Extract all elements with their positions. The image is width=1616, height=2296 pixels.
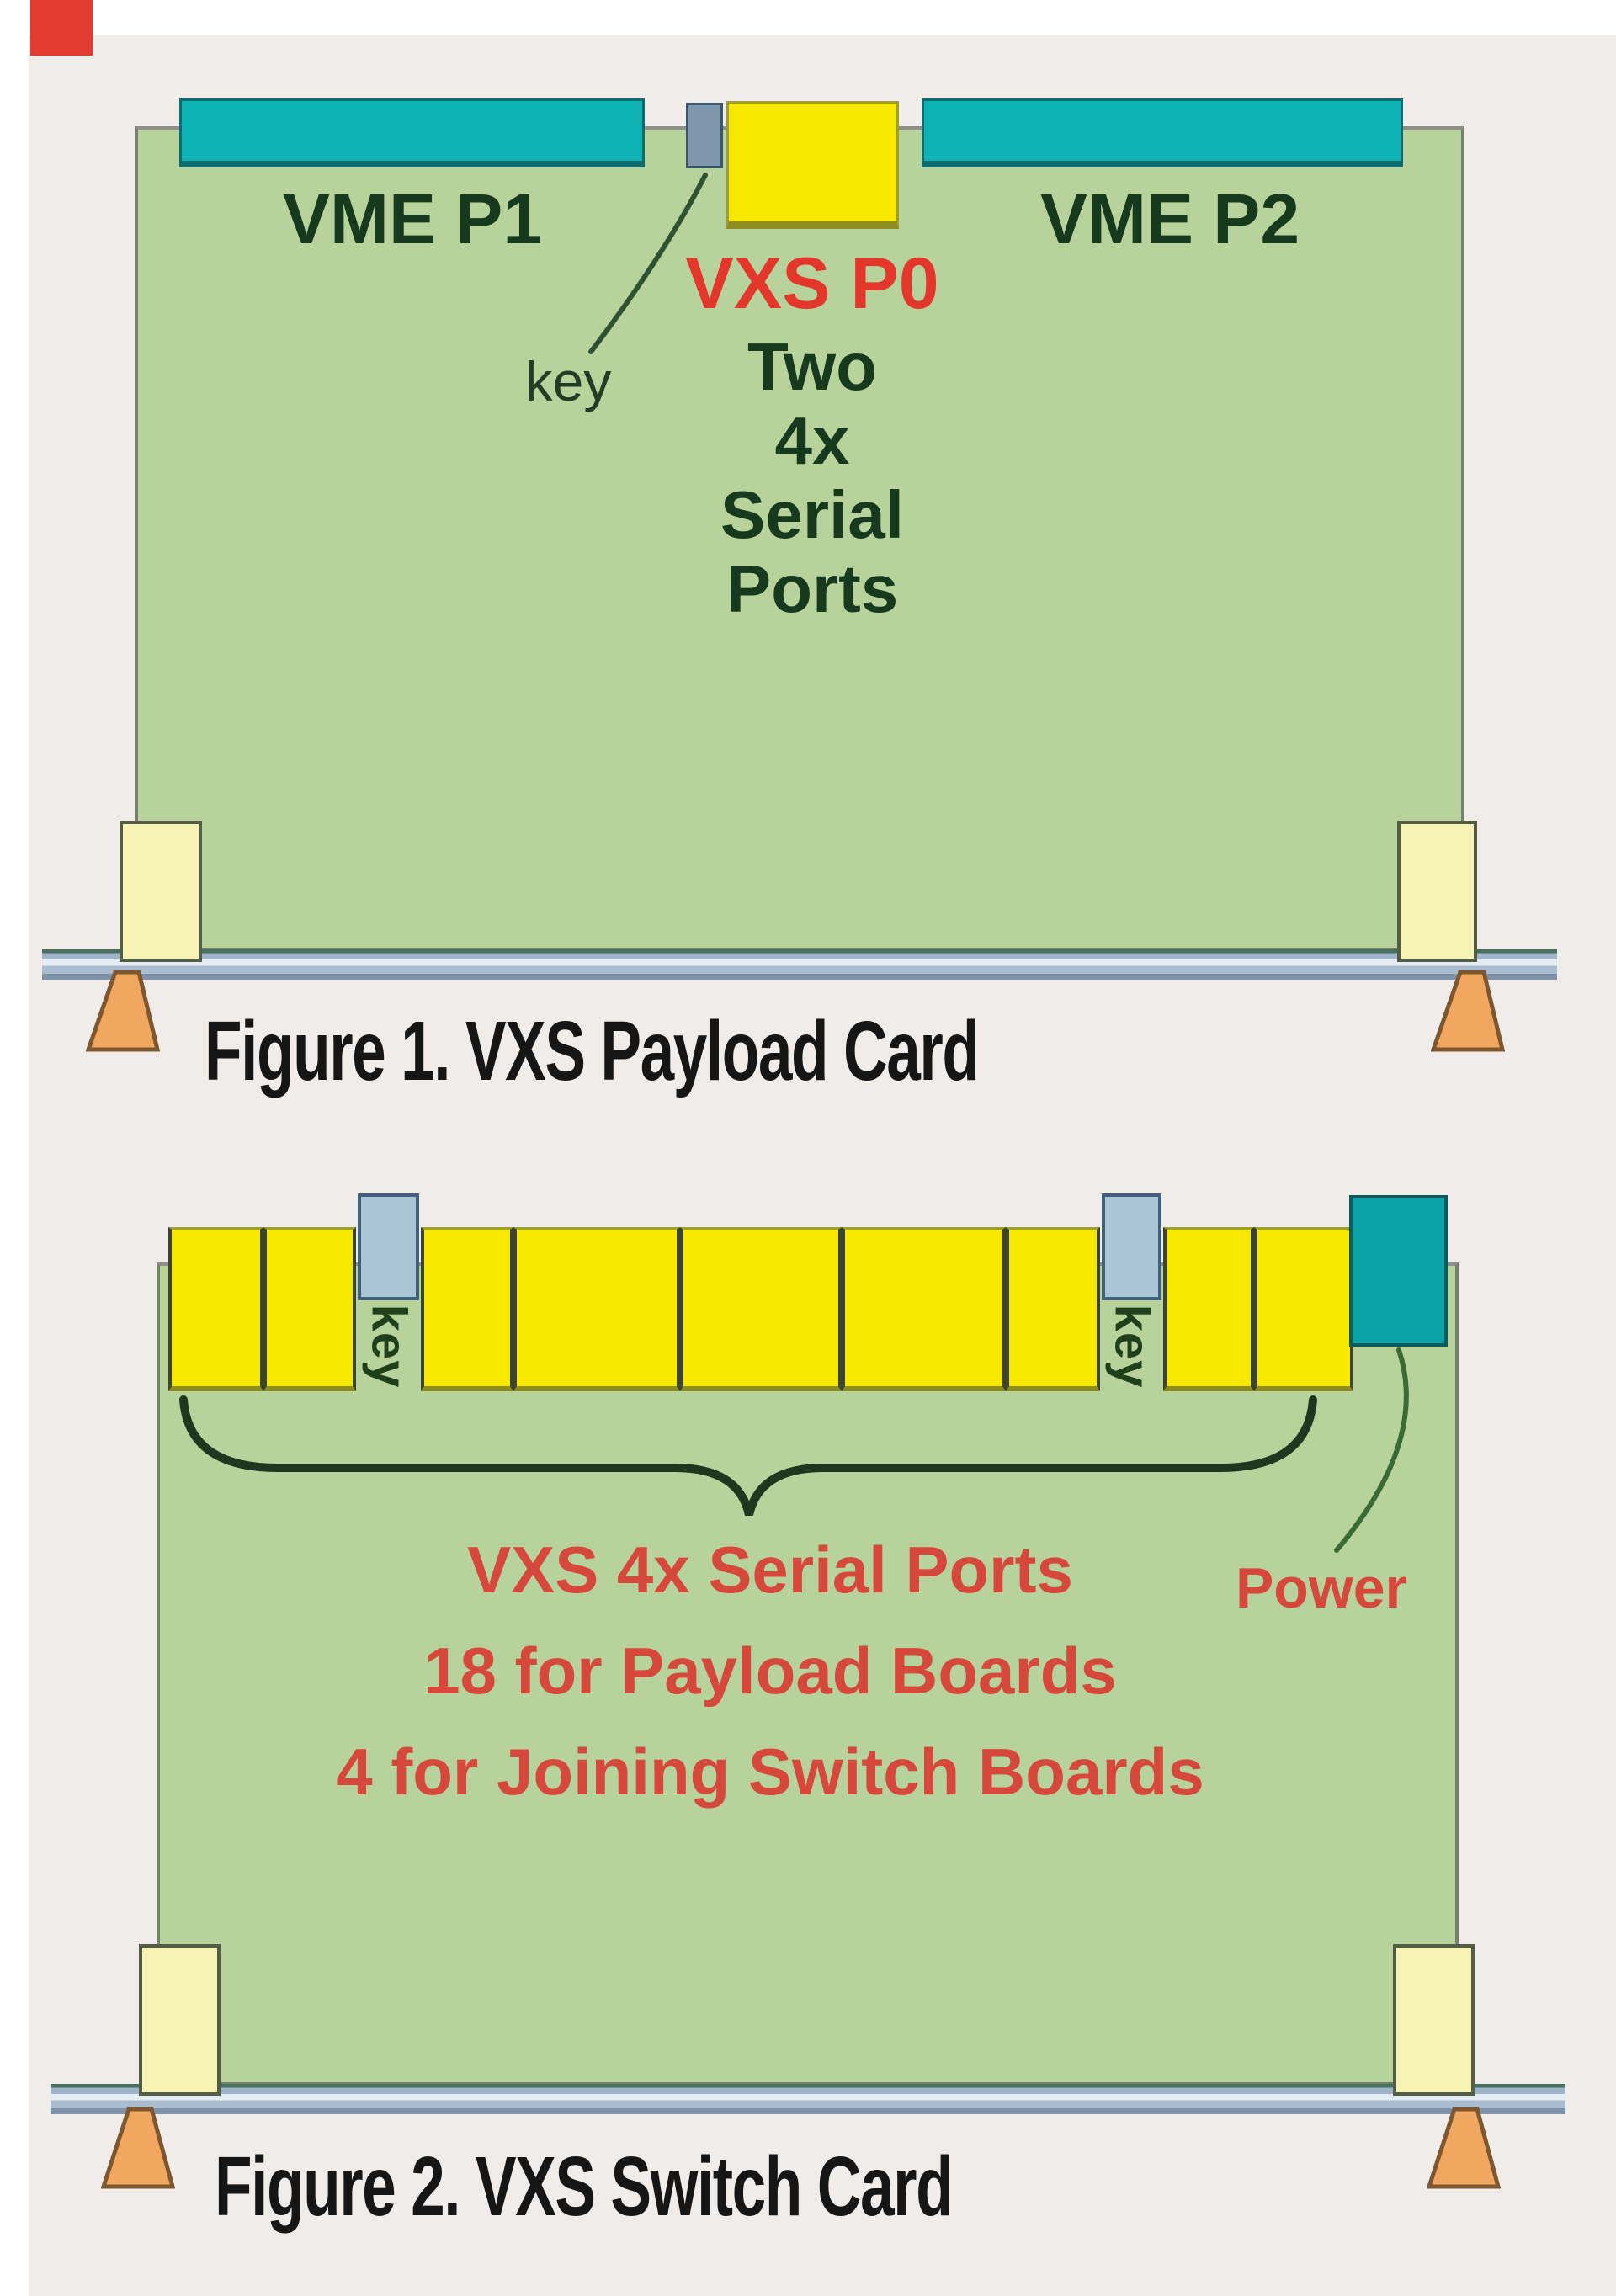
annotation-line: 4 for Joining Switch Boards (336, 1735, 1204, 1809)
serial-port-segment (842, 1227, 1006, 1391)
key-label: key (361, 1304, 416, 1388)
payload-key-connector (686, 103, 723, 168)
power-connector (1349, 1195, 1448, 1347)
payload-card-body (135, 126, 1464, 951)
ejector-handle-right (1393, 1944, 1475, 2096)
vme-p1-label: VME P1 (282, 179, 543, 258)
annotation-line: 18 for Payload Boards (423, 1634, 1117, 1708)
top-left-accent-block (30, 0, 93, 56)
vme-p1-connector (179, 98, 645, 167)
switch-key-slot-right: key (1102, 1300, 1162, 1391)
port-desc-line: Serial (720, 477, 904, 552)
key-label: key (524, 350, 612, 412)
serial-port-segment (421, 1227, 513, 1391)
serial-port-segment (1163, 1227, 1254, 1391)
backplane-rail (50, 2084, 1566, 2114)
card-foot-left (101, 2107, 175, 2189)
vme-p2-connector (922, 98, 1403, 167)
card-foot-right (1427, 2107, 1501, 2189)
serial-port-segment (263, 1227, 356, 1391)
figure2-caption: Figure 2. VXS Switch Card (215, 2139, 954, 2234)
switch-key-connector-left (358, 1193, 419, 1300)
port-desc-line: 4x (774, 403, 850, 478)
key-label: key (1104, 1304, 1159, 1388)
annotation-line: VXS 4x Serial Ports (467, 1533, 1073, 1607)
card-foot-left (86, 970, 160, 1052)
port-desc-line: Ports (726, 551, 899, 626)
ejector-handle-left (120, 821, 202, 962)
ejector-handle-left (139, 1944, 221, 2096)
vxs-p0-connector (726, 101, 899, 229)
vxs-p0-label: VXS P0 (685, 243, 939, 324)
serial-port-segment (680, 1227, 842, 1391)
figure1-caption: Figure 1. VXS Payload Card (205, 1004, 980, 1098)
serial-port-segment (1254, 1227, 1353, 1391)
vxs-p0-description: Two 4x Serial Ports (602, 330, 1023, 626)
backplane-rail (42, 949, 1557, 980)
port-desc-line: Two (747, 329, 878, 404)
ejector-handle-right (1397, 821, 1477, 962)
serial-port-segment (513, 1227, 680, 1391)
power-label: Power (1235, 1556, 1408, 1620)
card-foot-right (1431, 970, 1505, 1052)
serial-port-segment (1006, 1227, 1100, 1391)
switch-key-slot-left: key (358, 1300, 419, 1391)
serial-port-segment (168, 1227, 263, 1391)
vme-p2-label: VME P2 (1039, 179, 1300, 258)
switch-key-connector-right (1102, 1193, 1162, 1300)
